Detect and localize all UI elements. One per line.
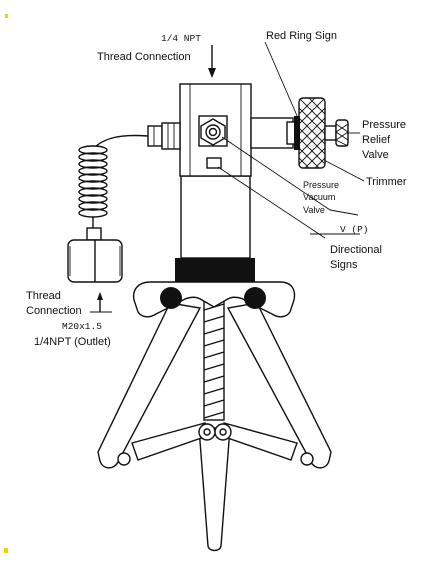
brace-hinge-pin-right — [219, 428, 227, 436]
plate-pivot-left — [160, 287, 182, 309]
label-outlet-npt: 1/4NPT (Outlet) — [34, 336, 111, 348]
trimmer-knob — [298, 97, 326, 169]
threaded-screw — [203, 299, 225, 421]
leader-lines — [90, 41, 365, 313]
left-leg-foot-hole — [117, 452, 131, 466]
label-dir-2: Signs — [330, 259, 358, 271]
label-outlet-2: Connection — [26, 305, 82, 317]
label-dir-1: Directional — [330, 244, 382, 256]
label-prv-2: Relief — [362, 134, 391, 146]
brace-hinge-pin-left — [203, 428, 211, 436]
tripod-left-brace — [131, 422, 208, 461]
pump-seal-band — [175, 258, 255, 282]
valve-stem — [250, 117, 294, 149]
label-outlet-m20: M20x1.5 — [62, 321, 102, 332]
tripod-front-leg — [198, 427, 231, 552]
knob-knurling — [299, 98, 325, 168]
red-ring-sign — [294, 116, 300, 150]
label-prv-1: Pressure — [362, 119, 406, 131]
side-fitting-outer — [147, 125, 163, 147]
pressure-vacuum-valve — [198, 115, 228, 147]
label-vp: V (P) — [340, 224, 369, 235]
corner-speck-bottom — [4, 548, 8, 553]
outlet-neck — [86, 227, 102, 241]
label-pv-1: Pressure — [303, 180, 339, 190]
label-prv-3: Valve — [362, 149, 389, 161]
plate-pivot-right — [244, 287, 266, 309]
relief-knob-shaft — [324, 125, 337, 141]
directional-sign-mark — [206, 157, 222, 169]
screw-threads — [203, 303, 225, 419]
relief-valve-assembly — [250, 97, 349, 169]
label-pv-2: Vacuum — [303, 192, 335, 202]
outlet-assembly — [67, 122, 181, 283]
hose-line — [95, 134, 149, 147]
tripod — [97, 281, 332, 552]
callout-labels: 1/4 NPT Thread Connection Red Ring Sign … — [26, 30, 407, 348]
label-outlet-1: Thread — [26, 290, 61, 302]
tripod-right-brace — [221, 422, 298, 461]
pump-cylinder — [180, 175, 251, 259]
label-pv-3: Valve — [303, 205, 325, 215]
label-trimmer: Trimmer — [366, 176, 407, 188]
corner-speck-top — [5, 14, 8, 18]
coil-tube — [78, 145, 108, 228]
label-top-thread: Thread Connection — [97, 51, 191, 63]
tripod-left-leg — [97, 302, 202, 469]
right-leg-foot-hole — [300, 452, 314, 466]
side-fitting-inner — [161, 122, 181, 150]
pump-body — [175, 83, 255, 282]
label-top-npt: 1/4 NPT — [161, 33, 201, 44]
label-red-ring: Red Ring Sign — [266, 30, 337, 42]
